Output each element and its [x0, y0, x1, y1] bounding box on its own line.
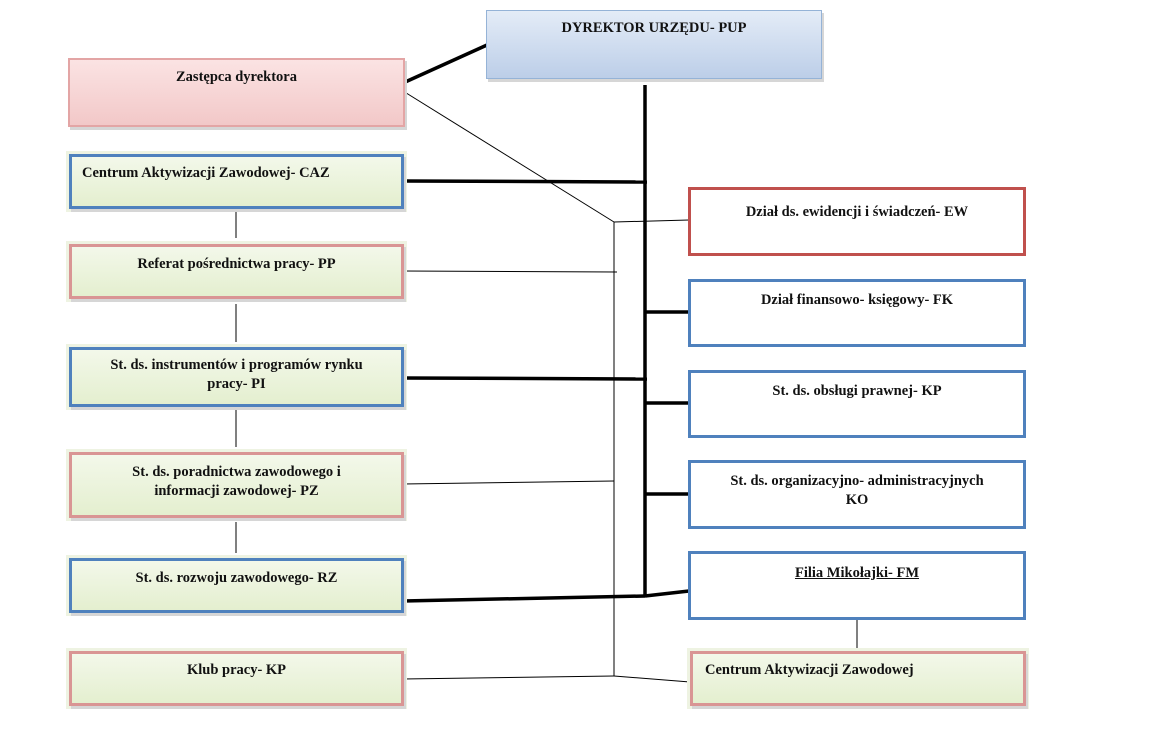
caz-box: Centrum Aktywizacji Zawodowej- CAZ [69, 154, 404, 209]
kp-label: St. ds. obsługi prawnej- KP [772, 383, 942, 399]
pz-label-line1: St. ds. poradnictwa zawodowego i [132, 464, 341, 480]
caz-label: Centrum Aktywizacji Zawodowej- CAZ [82, 165, 330, 181]
pp-box: Referat pośrednictwa pracy- PP [69, 244, 404, 299]
klub-box: Klub pracy- KP [69, 651, 404, 706]
pz-box: St. ds. poradnictwa zawodowego i informa… [69, 452, 404, 518]
caz2-box: Centrum Aktywizacji Zawodowej [690, 651, 1026, 706]
connector-caz [402, 179, 648, 184]
connector-deputy-diagonal [402, 90, 615, 223]
ko-box: St. ds. organizacyjno- administracyjnych… [688, 460, 1026, 529]
pp-label: Referat pośrednictwa pracy- PP [137, 256, 336, 272]
connector-pi [402, 376, 648, 381]
ko-label-line2: KO [845, 492, 869, 508]
connector-pz [402, 480, 615, 485]
ew-label: Dział ds. ewidencji i świadczeń- EW [745, 204, 969, 220]
pi-label-line2: pracy- PI [207, 376, 266, 392]
connector-caz2 [613, 675, 691, 683]
connector-pp [402, 270, 618, 273]
connector-deputy-ew [613, 219, 690, 223]
connector-fm [644, 589, 690, 598]
ew-box: Dział ds. ewidencji i świadczeń- EW [688, 187, 1026, 256]
fk-box: Dział finansowo- księgowy- FK [688, 279, 1026, 347]
rz-box: St. ds. rozwoju zawodowego- RZ [69, 558, 404, 613]
fk-label: Dział finansowo- księgowy- FK [760, 292, 954, 308]
fm-label: Filia Mikołajki- FM [794, 565, 920, 581]
connector-director-deputy [402, 43, 488, 85]
pi-label-line1: St. ds. instrumentów i programów rynku [110, 357, 363, 373]
fm-box: Filia Mikołajki- FM [688, 551, 1026, 620]
pi-text: St. ds. instrumentów i programów rynku p… [110, 356, 362, 394]
klub-label: Klub pracy- KP [186, 662, 287, 678]
caz2-label: Centrum Aktywizacji Zawodowej [705, 662, 914, 678]
ko-text: St. ds. organizacyjno- administracyjnych… [730, 472, 983, 510]
rz-label: St. ds. rozwoju zawodowego- RZ [135, 570, 338, 586]
director-box: DYREKTOR URZĘDU- PUP [486, 10, 822, 79]
pz-label-line2: informacji zawodowej- PZ [154, 483, 319, 499]
pz-text: St. ds. poradnictwa zawodowego i informa… [132, 463, 341, 501]
deputy-box: Zastępca dyrektora [68, 58, 405, 127]
ko-label-line1: St. ds. organizacyjno- administracyjnych [730, 473, 984, 489]
connector-klub [402, 675, 615, 680]
connector-rz [402, 594, 646, 603]
deputy-label: Zastępca dyrektora [176, 69, 297, 85]
kp-box: St. ds. obsługi prawnej- KP [688, 370, 1026, 438]
pi-box: St. ds. instrumentów i programów rynku p… [69, 347, 404, 407]
director-label: DYREKTOR URZĘDU- PUP [561, 20, 747, 36]
